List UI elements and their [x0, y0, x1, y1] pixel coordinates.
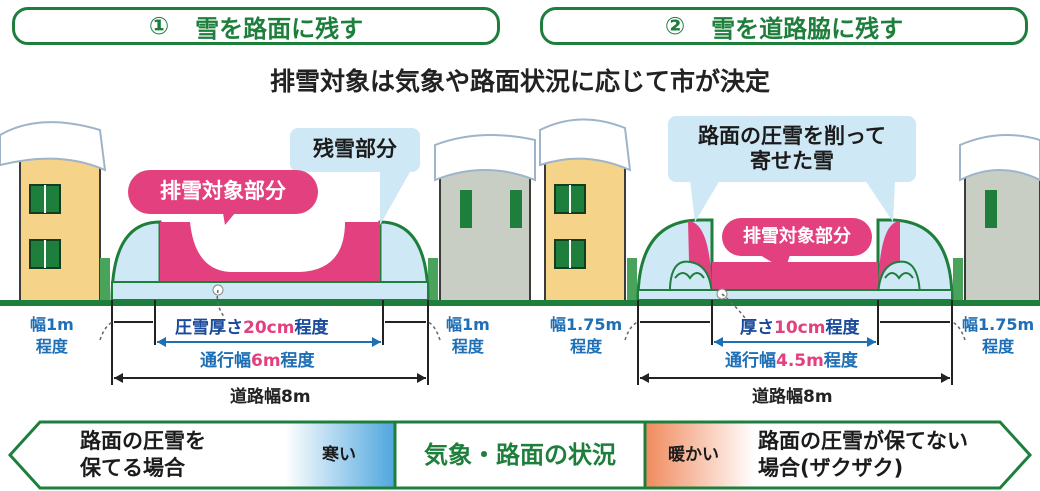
passage-suffix: 程度: [823, 351, 858, 371]
side-width-right: 幅1m 程度: [446, 314, 490, 357]
subtitle: 排雪対象は気象や路面状況に応じて市が決定: [269, 67, 770, 96]
road-width-label: 道路幅8m: [752, 387, 833, 407]
weather-road-condition-label: 気象・路面の状況: [424, 441, 616, 469]
weather-condition-bar: [7, 420, 1033, 490]
side-width-qualifier: 程度: [35, 336, 68, 356]
heading-number: ①: [148, 12, 170, 40]
thickness-prefix: 圧雪厚さ: [175, 318, 243, 338]
side-width-qualifier: 程度: [570, 336, 603, 356]
house-right: [959, 134, 1040, 306]
house-right: [434, 134, 536, 306]
label-line: 路面の圧雪が保てない: [758, 429, 968, 453]
heading-option-2: ② 雪を道路脇に残す: [540, 7, 1028, 45]
cold-label: 寒い: [322, 445, 356, 465]
passage-prefix: 通行幅: [725, 351, 776, 371]
side-width-value: 幅1m: [30, 315, 74, 334]
right-panel-illustration: [530, 118, 1040, 385]
thickness-suffix: 程度: [294, 318, 329, 338]
label-line: 保てる場合: [80, 456, 185, 481]
heading-title: 雪を路面に残す: [195, 14, 364, 43]
callout-line: 寄せた雪: [750, 149, 834, 173]
thickness-suffix: 程度: [825, 318, 860, 338]
passage-value: 4.5m: [776, 351, 824, 371]
house-left: [539, 118, 632, 306]
side-width-qualifier: 程度: [451, 336, 484, 356]
heading-title: 雪を道路脇に残す: [711, 14, 904, 43]
side-width-right: 幅1.75m 程度: [962, 314, 1034, 357]
passage-width-label: 通行幅4.5m程度: [725, 346, 858, 371]
passage-prefix: 通行幅: [200, 351, 251, 371]
thickness-value: 10cm: [774, 318, 826, 338]
callout-line: 路面の圧雪を削って: [698, 123, 886, 148]
passage-value: 6m: [251, 351, 281, 371]
snow-thickness-label: 圧雪厚さ20cm程度: [175, 313, 328, 338]
thickness-value: 20cm: [243, 318, 295, 338]
compressed-snow-not-kept-label: 路面の圧雪が保てない 場合(ザクザク): [758, 428, 968, 483]
side-width-value: 幅1.75m: [550, 315, 623, 334]
side-width-value: 幅1.75m: [962, 315, 1035, 334]
passage-width-label: 通行幅6m程度: [200, 346, 315, 371]
heading-number: ②: [664, 12, 686, 40]
side-width-left: 幅1.75m 程度: [550, 314, 622, 357]
callout-scraped-snow: 路面の圧雪を削って 寄せた雪: [668, 116, 916, 182]
side-width-qualifier: 程度: [982, 336, 1015, 356]
road-width-label: 道路幅8m: [230, 387, 311, 407]
heading-option-1: ① 雪を路面に残す: [12, 7, 500, 45]
warm-label: 暖かい: [668, 445, 719, 465]
left-panel-illustration: [0, 121, 536, 385]
side-width-left: 幅1m 程度: [30, 314, 74, 357]
house-left: [0, 121, 107, 306]
passage-suffix: 程度: [280, 351, 315, 371]
label-line: 場合(ザクザク): [758, 456, 904, 481]
callout-removal-area: 排雪対象部分: [722, 218, 872, 256]
side-width-value: 幅1m: [446, 315, 490, 334]
label-line: 路面の圧雪を: [80, 429, 206, 453]
snow-thickness-label: 厚さ10cm程度: [740, 313, 859, 338]
callout-remaining-snow: 残雪部分: [290, 128, 420, 172]
callout-removal-area: 排雪対象部分: [128, 170, 318, 214]
thickness-prefix: 厚さ: [740, 318, 774, 338]
compressed-snow-kept-label: 路面の圧雪を 保てる場合: [80, 428, 206, 483]
